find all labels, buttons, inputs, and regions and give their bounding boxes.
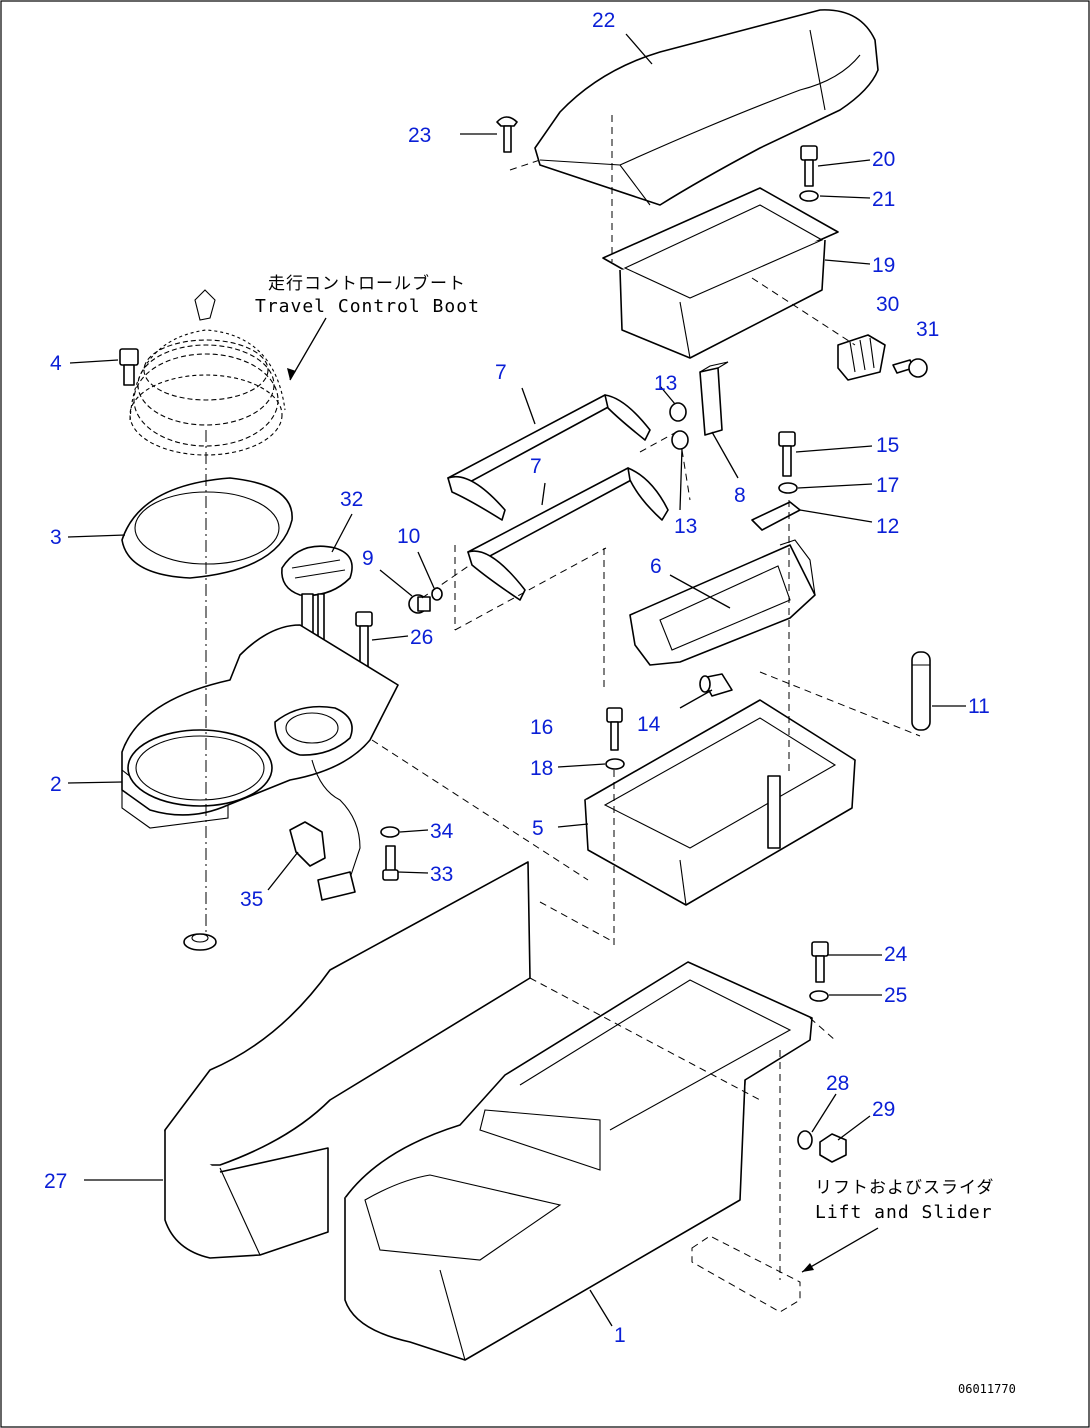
part-23-bolt xyxy=(496,116,518,153)
callout-7a: 7 xyxy=(495,361,507,384)
callout-13a: 13 xyxy=(654,372,677,395)
part-19-box xyxy=(602,187,839,359)
callout-3: 3 xyxy=(50,526,62,549)
callout-27: 27 xyxy=(44,1170,67,1193)
harness-35-assembly xyxy=(289,759,361,901)
callout-26: 26 xyxy=(410,626,433,649)
callout-21: 21 xyxy=(872,188,895,211)
part-12-plate xyxy=(751,501,801,531)
part-5-tray xyxy=(584,699,856,906)
part-7-bracket-lower xyxy=(467,467,669,601)
callout-33: 33 xyxy=(430,863,453,886)
part-14-fitting xyxy=(699,673,733,697)
part-6-frame xyxy=(629,539,816,666)
callout-12: 12 xyxy=(876,515,899,538)
part-8-block xyxy=(699,361,729,436)
part-30-connector xyxy=(837,334,886,381)
plate-mount-nut xyxy=(183,933,217,951)
callout-14: 14 xyxy=(637,713,661,736)
callout-10: 10 xyxy=(397,525,420,548)
leader-lines xyxy=(67,33,966,1327)
drawing-code: 06011770 xyxy=(958,1382,1016,1396)
callout-11: 11 xyxy=(968,695,990,718)
callout-31: 31 xyxy=(916,318,939,341)
callout-19: 19 xyxy=(872,254,895,277)
callout-28: 28 xyxy=(826,1072,849,1095)
part-18-washer xyxy=(605,758,625,770)
callout-16: 16 xyxy=(530,716,553,739)
part-17-washer xyxy=(778,482,798,494)
callout-13b: 13 xyxy=(674,515,697,538)
part-11-pin xyxy=(911,651,931,731)
callout-25: 25 xyxy=(884,984,907,1007)
part-27-panel xyxy=(164,861,531,1259)
callout-29: 29 xyxy=(872,1098,895,1121)
part-21-washer xyxy=(799,190,819,202)
part-22-cover xyxy=(534,9,879,206)
lift-note-jp: リフトおよびスライダ xyxy=(815,1178,994,1198)
callout-1: 1 xyxy=(614,1324,626,1347)
part-26-bolt xyxy=(355,611,373,669)
part-20-bolt xyxy=(800,145,818,187)
callout-7b: 7 xyxy=(530,455,542,478)
part-1-console xyxy=(344,961,813,1361)
part-3-ring xyxy=(121,477,293,579)
callouts: 22 23 20 21 19 30 31 4 7 13 15 7 17 8 32… xyxy=(44,9,990,1347)
callout-4: 4 xyxy=(50,352,62,375)
callout-9: 9 xyxy=(362,547,374,570)
callout-6: 6 xyxy=(650,555,662,578)
part-34-washer xyxy=(380,826,400,838)
callout-23: 23 xyxy=(408,124,431,147)
part-29-nut xyxy=(819,1133,847,1163)
callout-32: 32 xyxy=(340,488,363,511)
callout-5: 5 xyxy=(532,817,544,840)
part-28-washer xyxy=(797,1130,813,1150)
part-25-washer xyxy=(809,990,829,1002)
part-31-screw xyxy=(892,358,928,378)
part-4-bolt xyxy=(119,348,139,386)
callout-17: 17 xyxy=(876,474,899,497)
part-13-spacer-lower xyxy=(671,430,689,450)
callout-24: 24 xyxy=(884,943,908,966)
part-33-bolt xyxy=(382,845,399,881)
part-15-bolt xyxy=(778,431,796,477)
callout-15: 15 xyxy=(876,434,899,457)
part-7-bracket-upper xyxy=(447,394,651,521)
callout-22: 22 xyxy=(592,9,615,32)
boot-note-en: Travel Control Boot xyxy=(255,296,480,317)
part-9-pin xyxy=(408,594,431,614)
callout-8: 8 xyxy=(734,484,746,507)
callout-34: 34 xyxy=(430,820,454,843)
lift-slider-outline xyxy=(691,1235,801,1313)
alignment-lines xyxy=(205,115,921,1280)
callout-20: 20 xyxy=(872,148,895,171)
callout-2: 2 xyxy=(50,773,62,796)
callout-30: 30 xyxy=(876,293,899,316)
callout-18: 18 xyxy=(530,757,553,780)
part-24-bolt xyxy=(811,941,829,983)
part-2-plate xyxy=(121,624,399,829)
callout-35: 35 xyxy=(240,888,263,911)
part-13-spacer-upper xyxy=(669,402,687,422)
lift-note-en: Lift and Slider xyxy=(815,1202,993,1223)
part-16-bolt xyxy=(606,707,623,751)
boot-note-jp: 走行コントロールブート xyxy=(268,273,466,294)
